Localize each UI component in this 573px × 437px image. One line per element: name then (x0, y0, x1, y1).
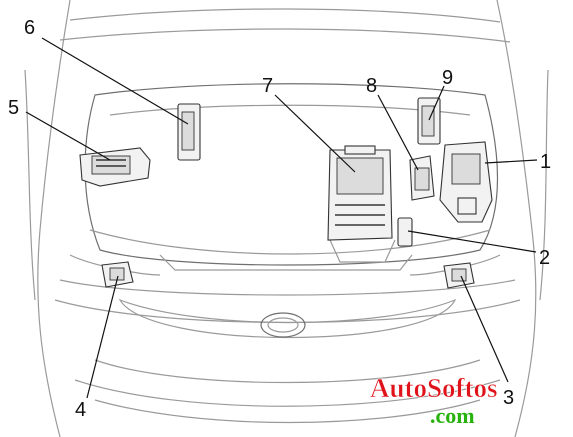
leader-5 (25, 111, 111, 161)
leader-3 (460, 275, 509, 383)
component-1-fuse-box (439, 141, 493, 223)
component-3-sensor (443, 262, 475, 289)
component-7-control-unit (327, 145, 393, 241)
callout-8: 8 (366, 75, 377, 97)
callout-9: 9 (442, 67, 453, 89)
leader-1 (484, 159, 538, 164)
leader-6 (41, 37, 189, 125)
leader-8 (377, 94, 419, 171)
component-9-ecu (417, 97, 441, 145)
leader-lines (25, 37, 538, 399)
component-4-sensor (101, 261, 134, 288)
callout-5: 5 (8, 97, 19, 119)
component-5-relay-block (79, 147, 151, 187)
leader-7 (274, 94, 356, 173)
callout-labels: 1 2 3 4 5 6 7 8 9 (8, 17, 551, 421)
callout-4: 4 (75, 399, 86, 421)
watermark-domain: .com (430, 403, 475, 428)
callout-1: 1 (540, 151, 551, 173)
callout-6: 6 (24, 17, 35, 39)
leader-4 (86, 275, 119, 399)
leader-2 (407, 230, 537, 253)
callout-3: 3 (503, 387, 514, 409)
watermark: AutoSoftos .com (370, 373, 498, 428)
callout-2: 2 (539, 247, 550, 269)
component-2-connector (397, 217, 413, 247)
leader-9 (428, 85, 445, 121)
callout-7: 7 (262, 75, 273, 97)
watermark-brand: AutoSoftos (370, 373, 498, 403)
component-6-ecu (177, 103, 201, 161)
